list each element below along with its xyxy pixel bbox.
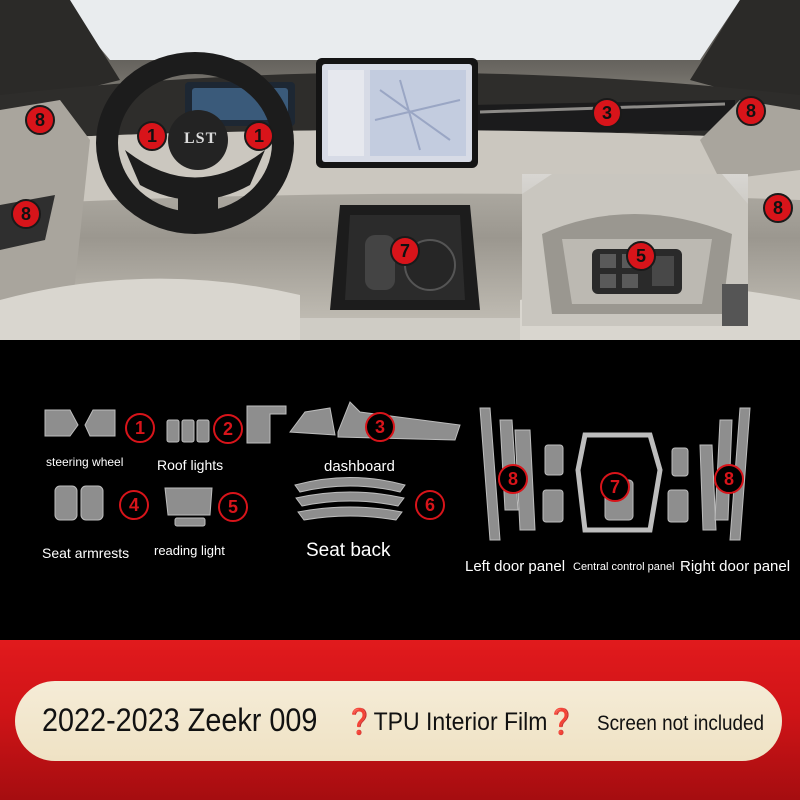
label-reading-light: reading light [154, 543, 225, 558]
callout-reading-light: 5 [626, 241, 656, 271]
part-number-dashboard: 3 [365, 412, 395, 442]
label-steering-wheel: steering wheel [46, 455, 124, 469]
film-pieces-illustration [44, 401, 751, 541]
steering-film-left [44, 409, 79, 437]
callout-steering-left: 1 [137, 121, 167, 151]
part-number-roof-lights: 2 [213, 414, 243, 444]
part-number-central-control: 7 [600, 472, 630, 502]
part-number-steering-wheel: 1 [125, 413, 155, 443]
label-left-door-panel: Left door panel [465, 558, 566, 575]
product-title: 2022-2023 Zeekr 009 [42, 702, 318, 738]
callout-central-control: 7 [390, 236, 420, 266]
part-number-right-door: 8 [714, 464, 744, 494]
label-right-door-panel: Right door panel [680, 558, 791, 575]
label-roof-lights: Roof lights [157, 457, 224, 473]
label-seat-back: Seat back [306, 540, 391, 561]
callout-door-left-bottom: 8 [11, 199, 41, 229]
callout-door-right-top: 8 [736, 96, 766, 126]
callout-door-left-top: 8 [25, 105, 55, 135]
car-interior-photo: LST 1 1 3 7 8 8 8 5 8 [0, 0, 800, 340]
product-note: Screen not included [597, 712, 765, 735]
product-banner: 2022-2023 Zeekr 009 ❓TPU Interior Film❓ … [0, 640, 800, 800]
title-pill: 2022-2023 Zeekr 009 ❓TPU Interior Film❓ … [15, 681, 782, 761]
part-number-seat-back: 6 [415, 490, 445, 520]
callout-dashboard: 3 [592, 98, 622, 128]
reading-light-inset-photo: 5 [522, 174, 748, 326]
product-type: ❓TPU Interior Film❓ [345, 708, 577, 736]
label-dashboard: dashboard [324, 458, 395, 475]
label-seat-armrests: Seat armrests [42, 545, 130, 561]
callout-steering-right: 1 [244, 121, 274, 151]
part-number-reading-light: 5 [218, 492, 248, 522]
label-central-control-panel: Central control panel [573, 561, 675, 573]
part-number-left-door: 8 [498, 464, 528, 494]
part-number-seat-armrests: 4 [119, 490, 149, 520]
parts-diagram: 1 2 3 4 5 6 8 7 8 steering wheel Roof li… [0, 340, 800, 640]
steering-film-right [84, 409, 116, 437]
callout-door-right-bottom: 8 [763, 193, 793, 223]
steering-logo: LST [184, 130, 218, 147]
